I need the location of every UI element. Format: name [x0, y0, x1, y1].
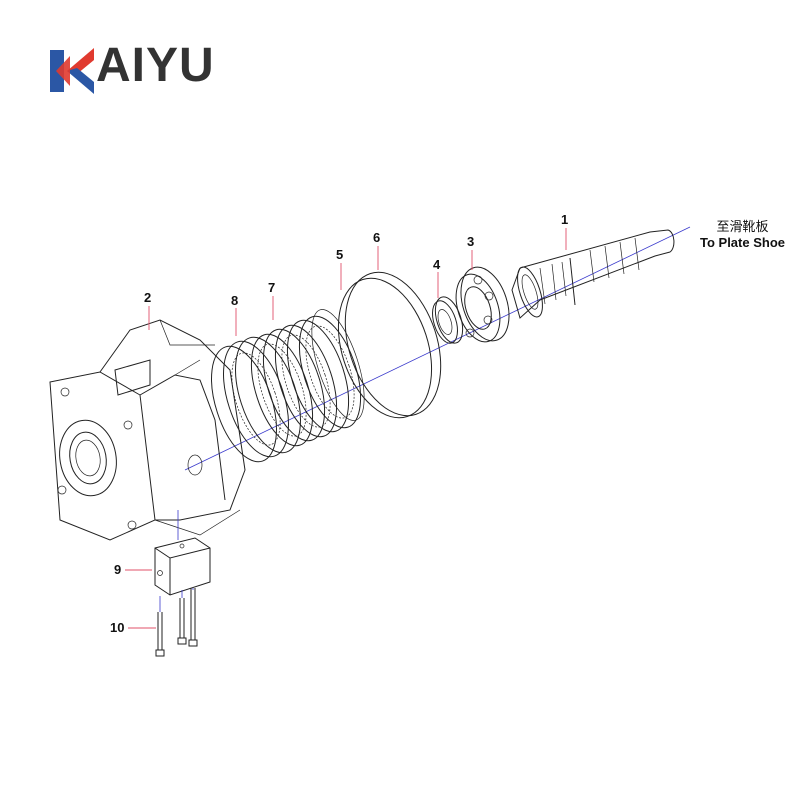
part-1-shaft [511, 229, 675, 319]
callout-10: 10 [110, 620, 125, 635]
part-10-bolts [155, 588, 198, 657]
callout-7: 7 [268, 280, 276, 295]
callout-9: 9 [114, 562, 122, 577]
part-4-seal [432, 296, 464, 344]
logo-text: AIYU [96, 39, 215, 92]
callout-3: 3 [467, 234, 475, 249]
leader-lines [125, 228, 567, 629]
callout-6: 6 [373, 230, 381, 245]
callout-8: 8 [231, 293, 239, 308]
note-en: To Plate Shoe [700, 235, 785, 250]
part-8-separator-plates [211, 336, 301, 463]
callout-1: 1 [561, 212, 569, 227]
part-2-housing [49, 319, 246, 541]
part-7-friction-discs [250, 315, 362, 447]
part-3-bearing [455, 266, 510, 343]
callout-4: 4 [433, 257, 441, 272]
plate-shoe-note: 至滑靴板 To Plate Shoe [700, 219, 785, 251]
logo-mark [50, 48, 94, 94]
callout-2: 2 [144, 290, 152, 305]
callout-5: 5 [336, 247, 344, 262]
note-cn: 至滑靴板 [716, 219, 769, 234]
part-6-disc [337, 271, 442, 419]
assembly-axis [184, 226, 691, 471]
part-9-block [154, 510, 211, 596]
